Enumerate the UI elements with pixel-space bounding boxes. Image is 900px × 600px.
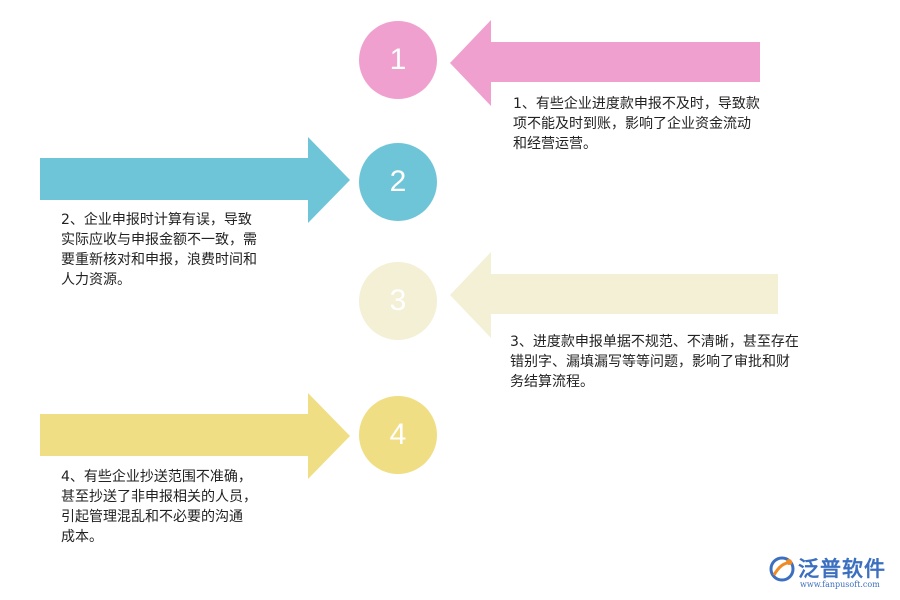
arrow-2-right bbox=[40, 137, 350, 223]
step-1-circle: 1 bbox=[359, 21, 437, 99]
step-4-description: 4、有些企业抄送范围不准确， 甚至抄送了非申报相关的人员， 引起管理混乱和不必要… bbox=[61, 469, 257, 545]
arrow-1-left bbox=[450, 20, 760, 106]
fanpu-logo: 泛普软件 www.fanpusoft.com bbox=[768, 552, 893, 594]
step-2-circle: 2 bbox=[359, 143, 437, 221]
logo-url: www.fanpusoft.com bbox=[800, 580, 880, 589]
step-2-description: 2、企业申报时计算有误，导致 实际应收与申报金额不一致，需 要重新核对和申报，浪… bbox=[61, 212, 257, 288]
arrow-4-right bbox=[40, 393, 350, 479]
step-3-description: 3、进度款申报单据不规范、不清晰，甚至存在 错别字、漏填漏写等等问题，影响了审批… bbox=[510, 334, 799, 390]
arrow-3-left bbox=[450, 252, 778, 338]
step-4-circle: 4 bbox=[359, 396, 437, 474]
step-1-description: 1、有些企业进度款申报不及时，导致款 项不能及时到账，影响了企业资金流动 和经营… bbox=[513, 96, 760, 152]
logo-name: 泛普软件 bbox=[798, 557, 886, 581]
logo-mark-icon bbox=[769, 556, 795, 582]
step-3-circle: 3 bbox=[359, 262, 437, 340]
